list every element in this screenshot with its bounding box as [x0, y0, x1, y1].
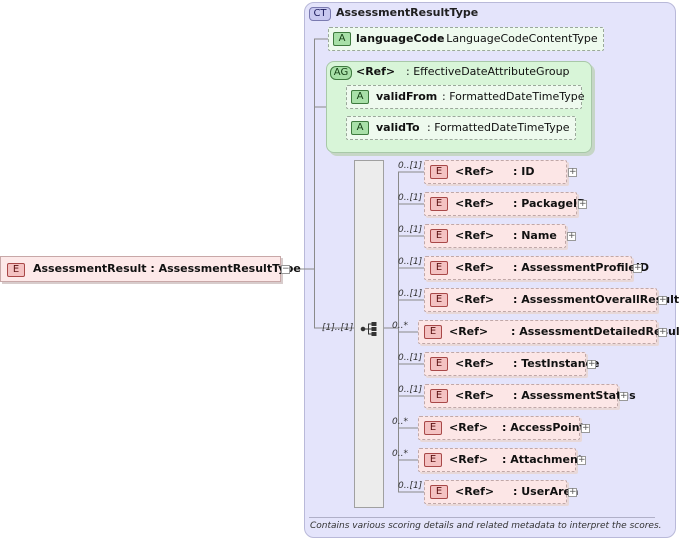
element-type: : AssessmentDetailedResult	[511, 325, 679, 338]
child-element[interactable]: E <Ref> : AccessPoint	[418, 416, 585, 440]
element-ref: <Ref>	[455, 293, 495, 306]
attribute-name: validFrom	[376, 90, 438, 103]
root-element-label: AssessmentResult : AssessmentResultType	[33, 262, 301, 275]
expand-toggle[interactable]: +	[578, 199, 587, 209]
expand-toggle[interactable]: +	[567, 231, 576, 241]
complex-type-badge: CT	[309, 7, 331, 21]
expand-toggle[interactable]: +	[658, 295, 667, 305]
expand-toggle[interactable]: +	[568, 487, 577, 497]
child-element[interactable]: E <Ref> : AssessmentDetailedResult	[418, 320, 679, 344]
element-occurrence: 0..[1]	[398, 385, 423, 395]
attribute-badge: A	[333, 32, 351, 46]
expand-toggle[interactable]: +	[568, 167, 577, 177]
expand-toggle[interactable]: +	[658, 327, 667, 337]
element-ref: <Ref>	[455, 197, 495, 210]
element-type: : Name	[513, 229, 557, 242]
element-badge: E	[430, 229, 448, 243]
attribute-validFrom[interactable]: A validFrom : FormattedDateTimeType	[346, 85, 585, 109]
child-element[interactable]: E <Ref> : AssessmentStatus	[424, 384, 636, 408]
attribute-name: languageCode	[356, 32, 445, 45]
collapse-toggle[interactable]: −	[281, 264, 290, 274]
element-occurrence: 0..[1]	[398, 193, 423, 203]
documentation-divider	[309, 517, 655, 518]
attribute-name: validTo	[376, 121, 420, 134]
element-occurrence: 0..*	[392, 417, 408, 427]
element-occurrence: 0..[1]	[398, 481, 423, 491]
child-element[interactable]: E <Ref> : Attachment	[418, 448, 583, 472]
element-ref: <Ref>	[449, 453, 489, 466]
attribute-group-badge: AG	[330, 66, 352, 80]
element-ref: <Ref>	[455, 357, 495, 370]
child-element[interactable]: E <Ref> : UserArea	[424, 480, 578, 504]
element-ref: <Ref>	[449, 421, 489, 434]
root-element-box[interactable]: E AssessmentResult : AssessmentResultTyp…	[0, 256, 301, 282]
attribute-validTo[interactable]: A validTo : FormattedDateTimeType	[346, 116, 576, 140]
expand-toggle[interactable]: +	[633, 263, 642, 273]
element-type: : PackageID	[513, 197, 587, 210]
element-type: : AssessmentStatus	[513, 389, 636, 402]
attribute-type: : FormattedDateTimeType	[427, 121, 570, 134]
element-type: : ID	[513, 165, 535, 178]
element-badge: E	[430, 165, 448, 179]
element-badge: E	[424, 421, 442, 435]
element-occurrence: 0..[1]	[398, 257, 423, 267]
sequence-occurrence: [1]..[1]	[322, 323, 354, 333]
attribute-badge: A	[351, 90, 369, 104]
expand-toggle[interactable]: +	[577, 455, 586, 465]
child-element[interactable]: E <Ref> : PackageID	[424, 192, 586, 216]
child-element[interactable]: E <Ref> : Name	[424, 224, 566, 248]
expand-toggle[interactable]: +	[587, 359, 596, 369]
child-element[interactable]: E <Ref> : ID	[424, 160, 567, 184]
element-badge: E	[430, 197, 448, 211]
element-badge: E	[7, 263, 25, 277]
element-ref: <Ref>	[455, 389, 495, 402]
attribute-group-ref: <Ref>	[356, 65, 396, 78]
expand-toggle[interactable]: +	[581, 423, 590, 433]
element-ref: <Ref>	[455, 261, 495, 274]
element-type: : AssessmentProfileID	[513, 261, 650, 274]
attribute-type: : LanguageCodeContentType	[439, 32, 598, 45]
sequence-icon	[360, 322, 377, 336]
element-type: : AssessmentOverallResult	[513, 293, 679, 306]
element-badge: E	[424, 453, 442, 467]
element-type: : TestInstance	[513, 357, 600, 370]
child-element[interactable]: E <Ref> : AssessmentProfileID	[424, 256, 649, 280]
element-occurrence: 0..[1]	[398, 161, 423, 171]
element-type: : Attachment	[502, 453, 584, 466]
element-ref: <Ref>	[455, 229, 495, 242]
element-ref: <Ref>	[455, 165, 495, 178]
child-element[interactable]: E <Ref> : TestInstance	[424, 352, 600, 376]
element-ref: <Ref>	[455, 485, 495, 498]
element-occurrence: 0..[1]	[398, 225, 423, 235]
attribute-badge: A	[351, 121, 369, 135]
element-occurrence: 0..*	[392, 321, 408, 331]
element-badge: E	[430, 485, 448, 499]
complex-type-name: AssessmentResultType	[336, 6, 479, 19]
element-occurrence: 0..[1]	[398, 289, 423, 299]
element-occurrence: 0..*	[392, 449, 408, 459]
attribute-group-type: : EffectiveDateAttributeGroup	[406, 65, 570, 78]
element-badge: E	[430, 293, 448, 307]
element-badge: E	[430, 261, 448, 275]
element-badge: E	[430, 357, 448, 371]
element-occurrence: 0..[1]	[398, 353, 423, 363]
documentation-text: Contains various scoring details and rel…	[310, 521, 662, 531]
attribute-languageCode[interactable]: A languageCode : LanguageCodeContentType	[328, 27, 604, 51]
element-badge: E	[430, 389, 448, 403]
element-type: : AccessPoint	[502, 421, 585, 434]
element-ref: <Ref>	[449, 325, 489, 338]
attribute-type: : FormattedDateTimeType	[442, 90, 585, 103]
child-element[interactable]: E <Ref> : AssessmentOverallResult	[424, 288, 679, 312]
element-type: : UserArea	[513, 485, 579, 498]
expand-toggle[interactable]: +	[619, 391, 628, 401]
element-badge: E	[424, 325, 442, 339]
